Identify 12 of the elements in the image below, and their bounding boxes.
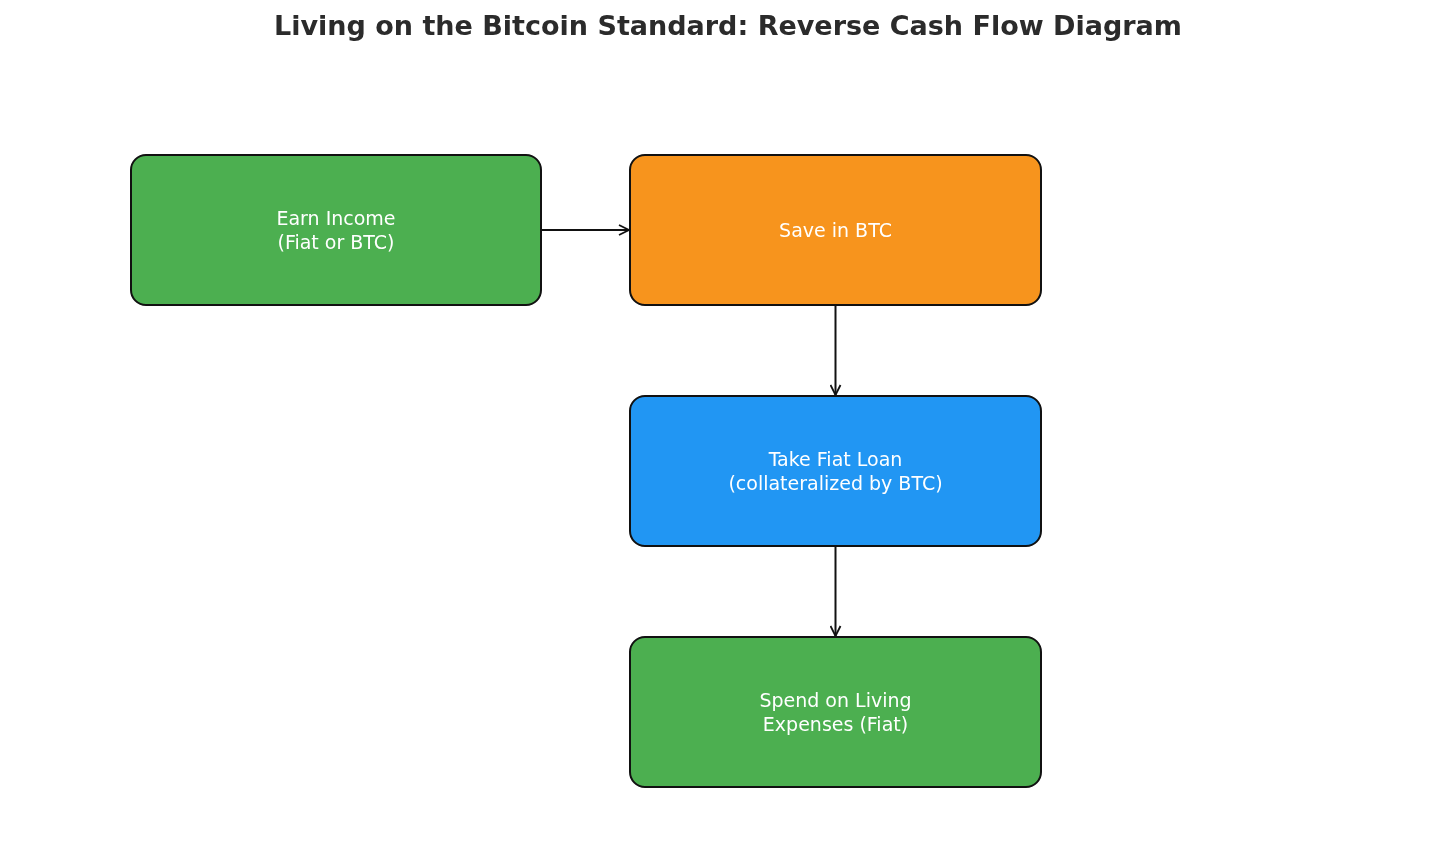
process-box [629,395,1042,547]
process-box [130,154,542,306]
arrow [829,305,842,396]
arrow [829,546,842,637]
arrow [541,224,630,236]
box-label: Spend on Living Expenses (Fiat) [758,687,913,737]
box-label: Save in BTC [778,217,893,243]
box-label: Earn Income (Fiat or BTC) [275,205,397,255]
process-box [629,154,1042,306]
diagram-title: Living on the Bitcoin Standard: Reverse Cash Flow Diagram [273,10,1183,41]
process-box [629,636,1042,788]
box-label: Take Fiat Loan (collateralized by BTC) [727,446,944,496]
